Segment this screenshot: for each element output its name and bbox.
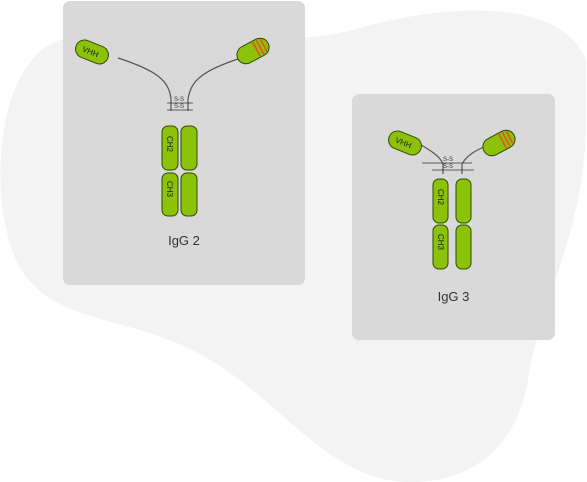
igg3-right-vhh-domain	[482, 129, 516, 157]
igg2-left-hinge	[117, 57, 172, 111]
igg3-right-ch2-domain	[455, 178, 472, 224]
igg2-disulfide-bonds: S-S S-S	[167, 97, 193, 111]
igg3-ss-label-1: S-S	[443, 157, 453, 163]
igg3-left-ch3-domain	[432, 224, 449, 270]
igg2-right-vhh-domain	[236, 37, 270, 65]
igg2-left-ch2-domain	[161, 125, 179, 171]
igg3-ss-label-2: S-S	[443, 164, 453, 170]
igg3-disulfide-bonds: S-S S-S	[422, 157, 474, 171]
igg2-left-ch3-domain	[161, 172, 179, 217]
igg3-cdr-stripes	[498, 130, 514, 149]
igg3-card: S-S S-S VHH CH2 CH3	[352, 94, 555, 340]
igg2-right-ch2-domain	[180, 125, 198, 171]
igg2-right-hinge	[187, 57, 242, 111]
igg2-antibody-diagram: S-S S-S VHH CH2 CH3	[75, 37, 270, 217]
igg2-card: S-S S-S VHH CH2 CH3	[63, 1, 305, 285]
igg3-right-hinge	[461, 145, 487, 174]
igg3-left-vhh-domain: VHH	[388, 130, 422, 156]
igg3-right-ch3-domain	[455, 224, 472, 270]
igg2-ss-label-2: S-S	[174, 104, 184, 110]
igg3-ch3-label: CH3	[436, 234, 445, 251]
igg2-left-vhh-domain: VHH	[75, 39, 109, 65]
igg2-title: IgG 2	[168, 233, 200, 248]
igg2-ch3-label: CH3	[165, 181, 174, 198]
igg3-antibody-diagram: S-S S-S VHH CH2 CH3	[388, 129, 516, 270]
igg3-title: IgG 3	[437, 289, 470, 304]
igg2-ch2-label: CH2	[165, 136, 174, 153]
igg2-right-ch3-domain	[180, 172, 198, 217]
igg2-ss-label-1: S-S	[174, 97, 184, 103]
igg2-cdr-stripes	[252, 38, 268, 57]
igg3-ch2-label: CH2	[436, 189, 445, 206]
igg3-left-ch2-domain	[432, 178, 449, 224]
